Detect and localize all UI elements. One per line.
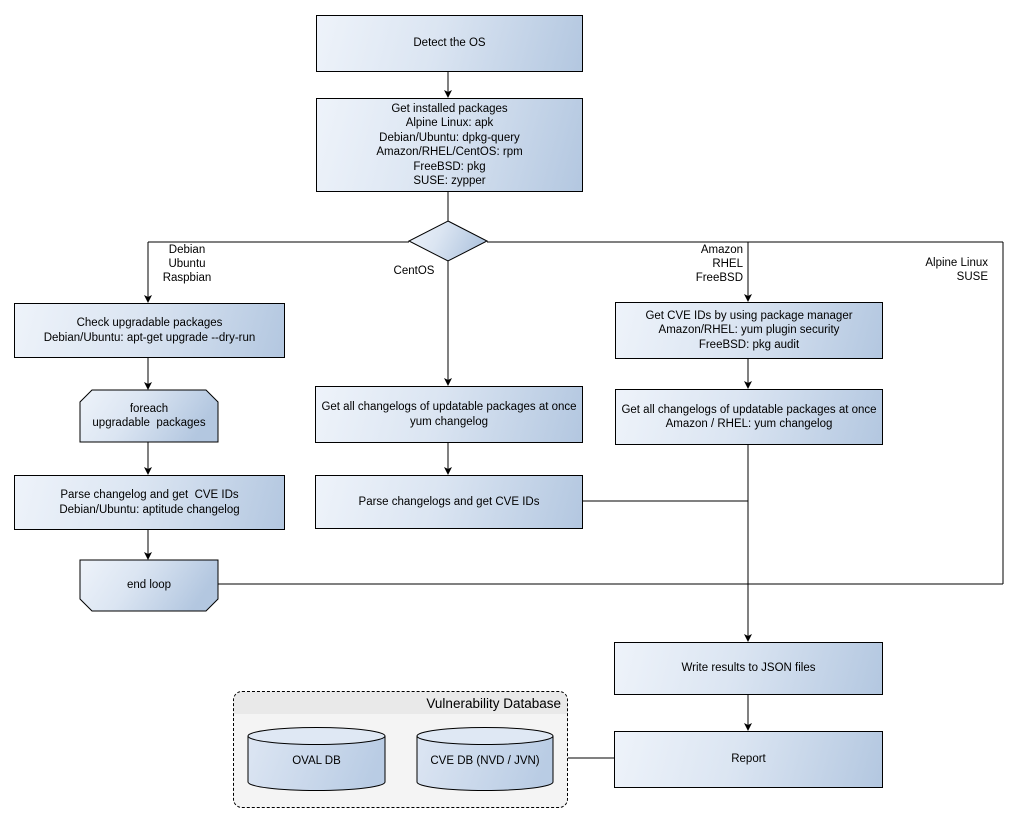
cve-db-label: CVE DB (NVD / JVN) xyxy=(430,754,540,767)
end-loop-label-wrap: end loop xyxy=(80,560,218,611)
node-get-cve-ids-package-manager-label: Get CVE IDs by using package manager Ama… xyxy=(645,309,853,351)
node-report-label: Report xyxy=(731,753,766,766)
branch-label-centos: CentOS xyxy=(393,265,435,277)
node-get-installed-packages: Get installed packages Alpine Linux: apk… xyxy=(316,98,583,192)
os-decision-diamond xyxy=(407,220,489,262)
end-loop-label: end loop xyxy=(126,579,172,592)
oval-db-label: OVAL DB xyxy=(292,754,341,767)
branch-label-alpine: Alpine Linux SUSE xyxy=(925,257,988,283)
cve-db-label-wrap: CVE DB (NVD / JVN) xyxy=(417,740,553,782)
branch-label-amazon: Amazon RHEL FreeBSD xyxy=(695,244,743,284)
node-get-changelogs-centos-label: Get all changelogs of updatable packages… xyxy=(321,401,577,428)
foreach-loop-label-wrap: foreach upgradable packages xyxy=(80,390,218,442)
branch-label-debian: Debian Ubuntu Raspbian xyxy=(162,244,212,284)
node-report: Report xyxy=(614,731,883,788)
node-check-upgradable-packages: Check upgradable packages Debian/Ubuntu:… xyxy=(14,303,285,358)
node-check-upgradable-packages-label: Check upgradable packages Debian/Ubuntu:… xyxy=(43,317,256,344)
node-get-changelogs-centos: Get all changelogs of updatable packages… xyxy=(315,386,583,443)
oval-db-label-wrap: OVAL DB xyxy=(248,740,385,782)
node-get-changelogs-amazon-label: Get all changelogs of updatable packages… xyxy=(621,403,877,431)
node-get-changelogs-amazon: Get all changelogs of updatable packages… xyxy=(615,389,883,445)
node-write-results-json: Write results to JSON files xyxy=(614,642,883,695)
node-write-results-json-label: Write results to JSON files xyxy=(681,662,816,675)
node-get-installed-packages-label: Get installed packages Alpine Linux: apk… xyxy=(376,102,523,188)
node-parse-changelogs-centos-label: Parse changelogs and get CVE IDs xyxy=(358,495,540,508)
node-detect-os-label: Detect the OS xyxy=(413,37,486,50)
node-detect-os: Detect the OS xyxy=(316,15,583,72)
node-parse-changelog-debian-label: Parse changelog and get CVE IDs Debian/U… xyxy=(59,489,240,516)
node-parse-changelogs-centos: Parse changelogs and get CVE IDs xyxy=(315,475,583,529)
vulnerability-database-title: Vulnerability Database xyxy=(234,692,567,714)
node-get-cve-ids-package-manager: Get CVE IDs by using package manager Ama… xyxy=(615,302,883,359)
foreach-loop-label: foreach upgradable packages xyxy=(92,402,206,430)
node-parse-changelog-debian: Parse changelog and get CVE IDs Debian/U… xyxy=(14,475,285,530)
